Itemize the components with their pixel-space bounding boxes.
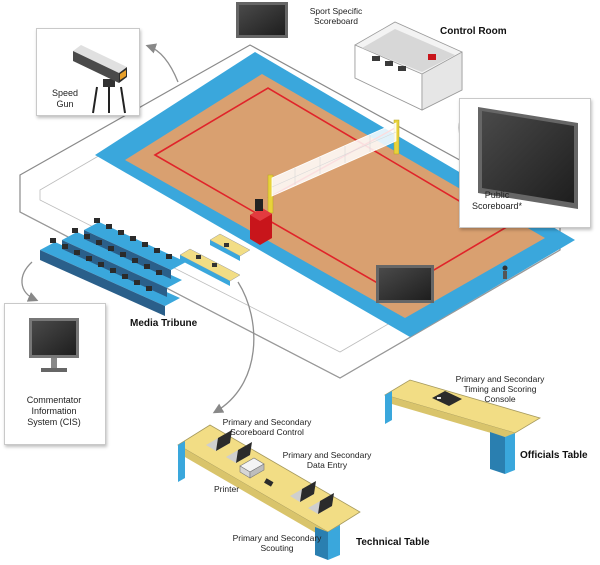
sport-scoreboard-screen — [236, 2, 288, 38]
control-room — [354, 21, 463, 111]
printer-icon — [239, 457, 265, 479]
sport-scoreboard-label: Sport Specific Scoreboard — [309, 6, 363, 27]
laptop-icons — [206, 430, 334, 514]
referee-stand — [250, 199, 272, 245]
public-scoreboard-screen — [478, 107, 578, 209]
public-scoreboard-label: Public Scoreboard* — [471, 190, 523, 211]
speed-gun-box — [36, 28, 140, 116]
media-tribune-label: Media Tribune — [130, 318, 198, 329]
arrow-speed-gun — [145, 43, 179, 83]
data-entry-label: Primary and Secondary Data Entry — [282, 450, 372, 471]
printer-label: Printer — [214, 484, 240, 494]
cis-label: Commentator Information System (CIS) — [26, 395, 82, 427]
court — [95, 52, 575, 337]
monitor-icon — [29, 318, 79, 372]
arrow-technical-table — [212, 281, 255, 414]
officials-table — [384, 379, 541, 474]
media-tribune — [40, 218, 186, 316]
line-judge-icon — [502, 265, 508, 279]
scouting-label: Primary and Secondary Scouting — [232, 533, 322, 554]
courtside-tables — [179, 233, 251, 286]
technical-table — [177, 424, 361, 560]
timing-console-label: Primary and Secondary Timing and Scoring… — [455, 374, 545, 405]
volleyball-net — [267, 119, 400, 214]
cis-box — [4, 303, 106, 445]
control-room-label: Control Room — [440, 26, 507, 37]
courtside-scoreboard — [376, 265, 434, 303]
public-scoreboard-box — [459, 98, 591, 228]
officials-table-label: Officials Table — [520, 450, 588, 461]
technical-table-label: Technical Table — [356, 537, 430, 548]
scoreboard-control-label: Primary and Secondary Scoreboard Control — [222, 417, 312, 438]
arrow-cis — [21, 261, 39, 302]
speed-gun-icon — [73, 45, 127, 114]
speed-gun-label: Speed Gun — [51, 88, 79, 109]
